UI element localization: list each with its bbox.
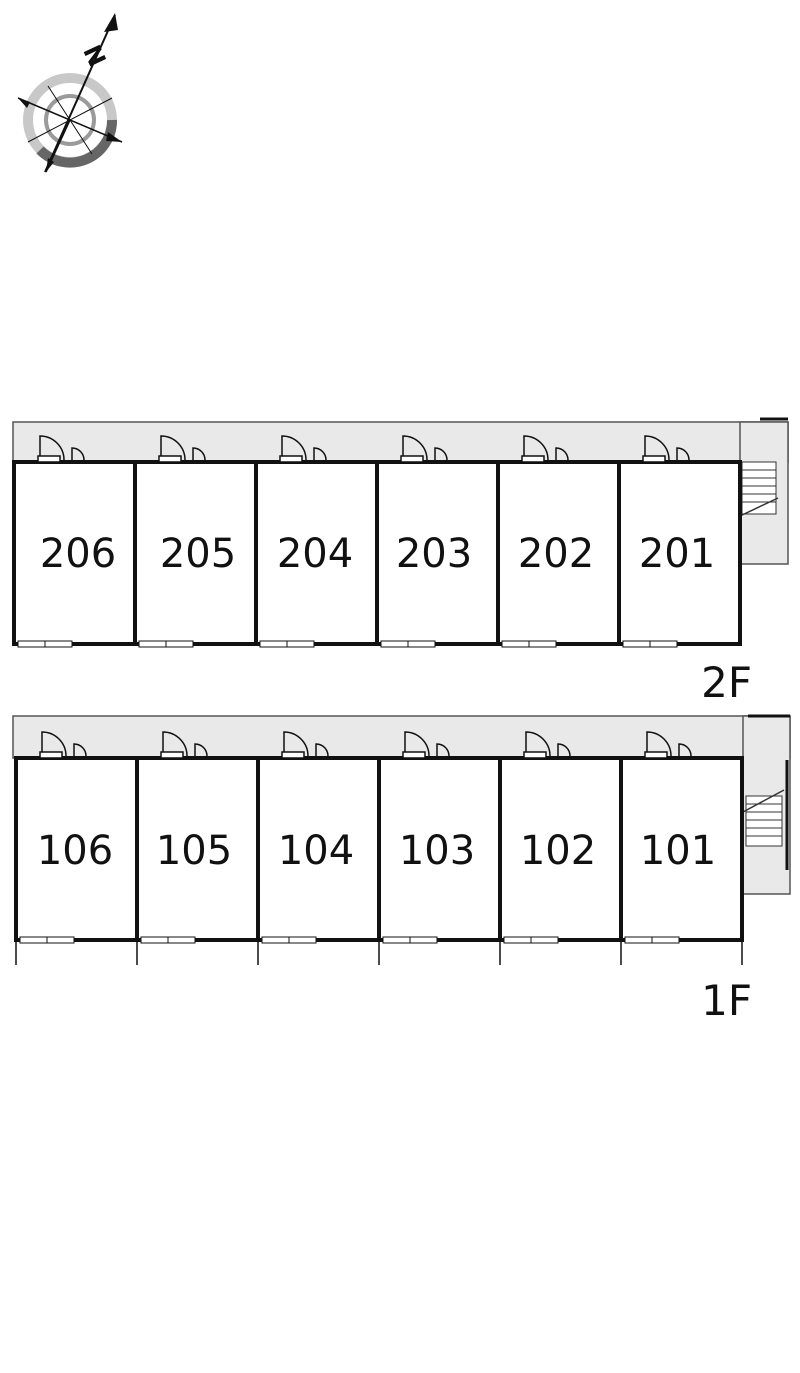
room-203: 203 (396, 531, 472, 577)
staircase (739, 461, 779, 517)
room-205: 205 (160, 531, 236, 577)
door-icon (402, 731, 450, 759)
door-icon (400, 435, 448, 463)
floor-label-1f: 1F (701, 976, 752, 1025)
floor-2f: 206 205 204 203 202 201 2F (12, 417, 789, 707)
north-label: N (77, 41, 111, 71)
room-104: 104 (278, 828, 354, 874)
floor-label-2f: 2F (701, 658, 752, 707)
window-icon (17, 640, 678, 648)
door-icon (642, 435, 690, 463)
door-icon (644, 731, 692, 759)
room-102: 102 (520, 828, 596, 874)
room-103: 103 (399, 828, 475, 874)
room-106: 106 (37, 828, 113, 874)
door-icon (521, 435, 569, 463)
door-icon (281, 731, 329, 759)
door-icon (160, 731, 208, 759)
room-206: 206 (40, 531, 116, 577)
room-201: 201 (639, 531, 715, 577)
room-105: 105 (156, 828, 232, 874)
door-icon (39, 731, 87, 759)
floor-1f: 106 105 104 103 102 101 1F (12, 714, 791, 1025)
door-icon (37, 435, 85, 463)
room-204: 204 (277, 531, 353, 577)
corridor (12, 715, 791, 759)
staircase (742, 789, 785, 847)
compass-icon: N (17, 13, 123, 173)
window-icon (19, 936, 680, 944)
door-icon (158, 435, 206, 463)
room-101: 101 (640, 828, 716, 874)
room-202: 202 (518, 531, 594, 577)
door-icon (523, 731, 571, 759)
ground-ticks (15, 940, 743, 965)
door-icon (279, 435, 327, 463)
